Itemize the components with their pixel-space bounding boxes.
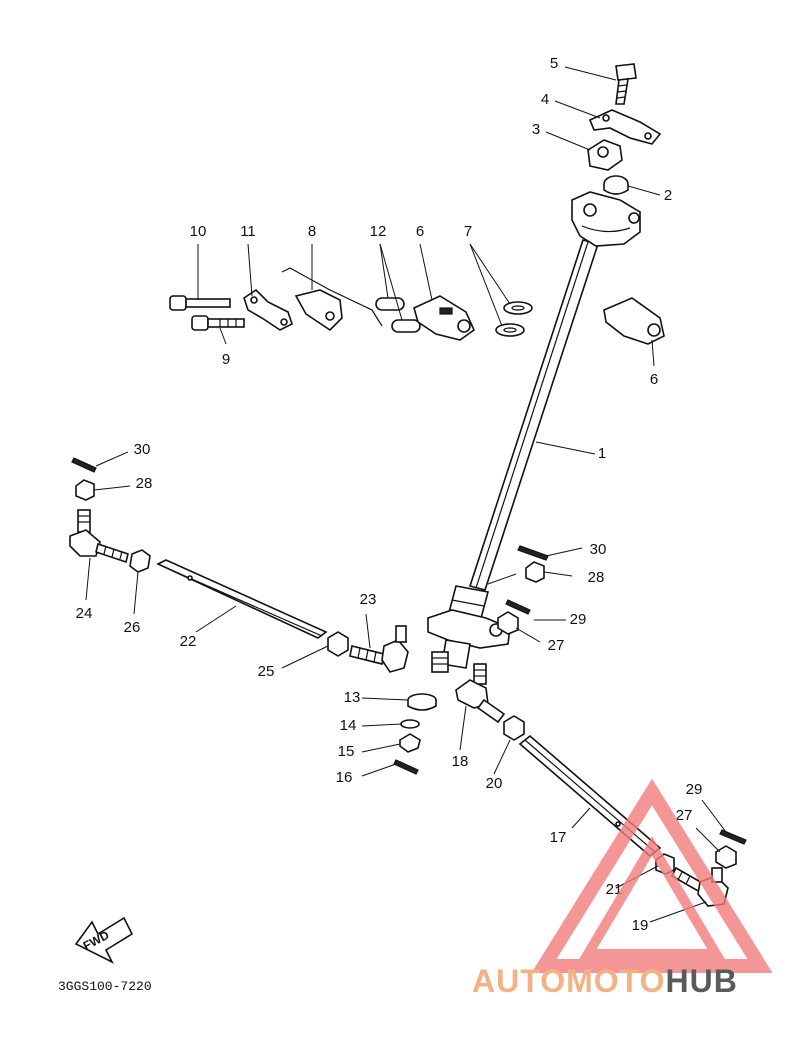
callout-26: 26 — [124, 619, 141, 636]
pin-29-lower — [719, 829, 747, 845]
holder-6-left — [413, 295, 475, 341]
callout-14: 14 — [340, 717, 357, 734]
nut-26 — [129, 549, 151, 573]
washer-14 — [400, 719, 420, 729]
pin-16 — [393, 759, 419, 775]
diagram-code: 3GGS100-7220 — [58, 979, 152, 994]
plate-4 — [588, 109, 662, 145]
callout-4: 4 — [541, 91, 549, 108]
nut-28-right — [525, 561, 545, 583]
callout-3: 3 — [532, 121, 540, 138]
leader-lines — [85, 66, 727, 923]
tie-rod-end-23 — [349, 625, 409, 673]
callout-1: 1 — [598, 445, 606, 462]
plate-11 — [243, 288, 293, 331]
callout-22: 22 — [180, 633, 197, 650]
pin-29-upper — [505, 599, 531, 615]
callout-8: 8 — [308, 223, 316, 240]
holder-3 — [587, 139, 623, 171]
washer-13 — [407, 693, 437, 711]
watermark-text: AUTOMOTOHUB — [472, 963, 738, 999]
bolt-5 — [615, 63, 637, 105]
fwd-direction-arrow: FWD — [74, 916, 134, 964]
callout-28-right: 28 — [588, 569, 605, 586]
watermark-text-part-2: HUB — [665, 963, 737, 999]
steering-shaft — [427, 191, 641, 673]
callout-16: 16 — [336, 769, 353, 786]
callout-12: 12 — [370, 223, 387, 240]
callout-6-left: 6 — [416, 223, 424, 240]
watermark-text-part-1: AUTOMOTO — [472, 963, 665, 999]
callout-28-left: 28 — [136, 475, 153, 492]
callout-30-right: 30 — [590, 541, 607, 558]
nut-20 — [503, 715, 525, 741]
callout-18: 18 — [452, 753, 469, 770]
bushing-2 — [603, 175, 629, 195]
callout-30-left: 30 — [134, 441, 151, 458]
callout-6-right: 6 — [650, 371, 658, 388]
nut-25 — [327, 631, 349, 657]
callout-9: 9 — [222, 351, 230, 368]
callout-29-upper: 29 — [570, 611, 587, 628]
callout-24: 24 — [76, 605, 93, 622]
callout-13: 13 — [344, 689, 361, 706]
watermark-triangle — [531, 778, 773, 973]
washers-7 — [495, 301, 533, 337]
tie-rod-end-18 — [455, 663, 506, 724]
watermark-logo: AUTOMOTOHUB — [472, 778, 773, 999]
collars-12 — [375, 297, 421, 333]
callout-19: 19 — [632, 917, 649, 934]
callout-20: 20 — [486, 775, 503, 792]
bolt-9 — [191, 315, 245, 331]
tie-rod-22 — [156, 559, 328, 639]
callout-7: 7 — [464, 223, 472, 240]
callout-2: 2 — [664, 187, 672, 204]
callout-27-upper: 27 — [548, 637, 565, 654]
holder-6-right — [603, 297, 665, 345]
nut-28-left — [75, 479, 95, 501]
tie-rod-17 — [518, 734, 662, 858]
callout-15: 15 — [338, 743, 355, 760]
bolt-10 — [169, 295, 231, 311]
nut-27-upper — [497, 611, 519, 635]
callout-5: 5 — [550, 55, 558, 72]
callout-17: 17 — [550, 829, 567, 846]
callout-27-lower: 27 — [676, 807, 693, 824]
callout-11: 11 — [240, 223, 256, 240]
callout-25: 25 — [258, 663, 275, 680]
pin-30-left — [71, 457, 97, 473]
callout-29-lower: 29 — [686, 781, 703, 798]
pin-30-right — [517, 545, 549, 561]
cable-8 — [281, 267, 383, 332]
nut-27-lower — [715, 845, 737, 869]
callout-23: 23 — [360, 591, 377, 608]
callout-10: 10 — [190, 223, 207, 240]
nut-15 — [399, 733, 421, 753]
tie-rod-end-24 — [69, 509, 129, 564]
callout-labels: 1 2 3 4 5 6 6 7 8 9 10 11 12 13 14 15 16… — [76, 55, 703, 934]
